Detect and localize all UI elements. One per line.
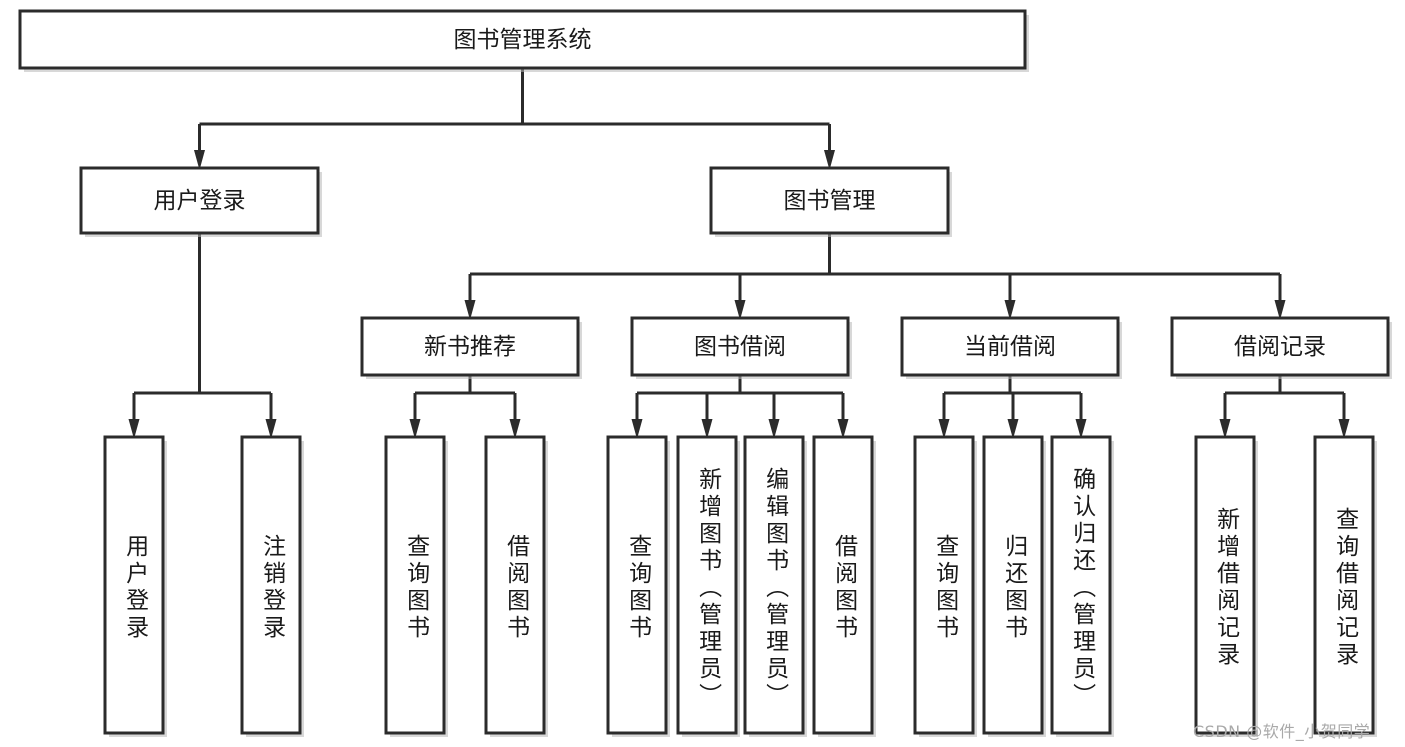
node-book-borrow[interactable]: 图书借阅 [630, 316, 852, 379]
edge-group-book-borrow [631, 375, 849, 439]
edge-group-new-book-rec [409, 375, 521, 439]
node-label: 借阅记录 [1234, 334, 1326, 360]
edge-group-root [194, 68, 835, 170]
node-new-book-rec[interactable]: 新书推荐 [360, 316, 582, 379]
node-root-图书管理系统[interactable]: 图书管理系统 [18, 9, 1029, 72]
node-label: 图书管理 [784, 188, 876, 214]
node-leaf-cur-query[interactable] [913, 435, 977, 737]
edge-group-user-login [128, 233, 277, 439]
node-leaf-borrow-add[interactable] [676, 435, 740, 737]
node-leaf-cur-confirm[interactable] [1050, 435, 1114, 737]
node-leaf-borrow-lend[interactable] [812, 435, 876, 737]
watermark-text: CSDN @软件_小贺同学 [1193, 722, 1371, 741]
node-leaf-rec-search[interactable] [1313, 435, 1377, 737]
node-leaf-rec-query[interactable] [384, 435, 448, 737]
node-book-manage[interactable]: 图书管理 [709, 166, 952, 237]
node-user-login[interactable]: 用户登录 [79, 166, 322, 237]
node-label: 当前借阅 [964, 334, 1056, 360]
edge-group-borrow-record [1219, 375, 1350, 439]
node-label: 图书借阅 [694, 334, 786, 360]
node-current-borrow[interactable]: 当前借阅 [900, 316, 1122, 379]
node-borrow-record[interactable]: 借阅记录 [1170, 316, 1392, 379]
edge-group-book-manage [464, 233, 1286, 320]
node-leaf-user-logout[interactable] [240, 435, 304, 737]
node-label: 新书推荐 [424, 334, 516, 360]
node-leaf-borrow-query[interactable] [606, 435, 670, 737]
edges-layer [128, 68, 1350, 439]
node-leaf-cur-return[interactable] [982, 435, 1046, 737]
node-leaf-rec-add[interactable] [1194, 435, 1258, 737]
node-label: 图书管理系统 [454, 27, 592, 53]
node-leaf-rec-borrow[interactable] [484, 435, 548, 737]
node-leaf-user-login[interactable] [103, 435, 167, 737]
edge-group-current-borrow [938, 375, 1087, 439]
node-label: 用户登录 [154, 188, 246, 214]
node-leaf-borrow-edit[interactable] [743, 435, 807, 737]
